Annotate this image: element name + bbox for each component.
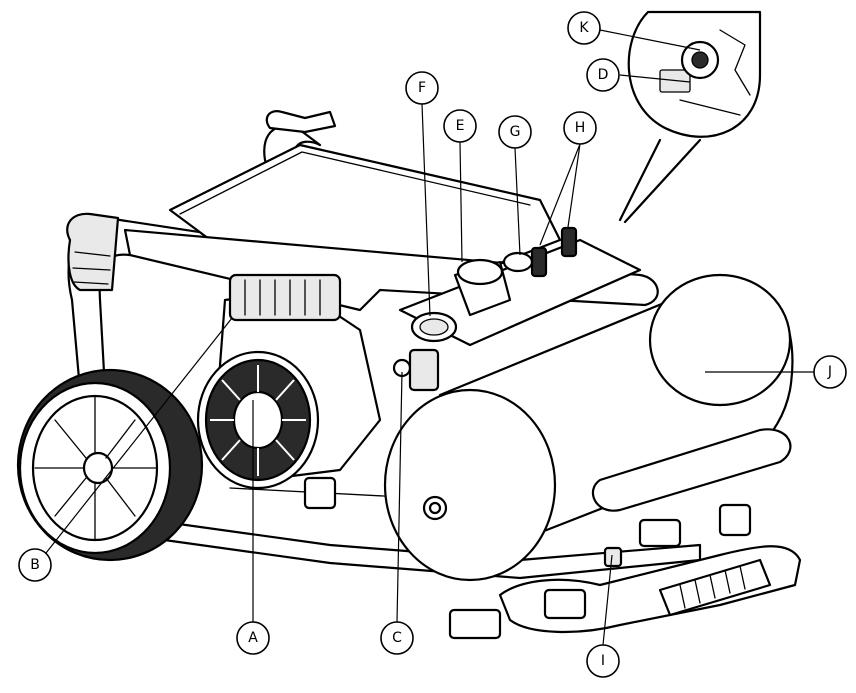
fan-shroud <box>196 350 320 490</box>
rubber-feet <box>303 476 682 640</box>
callout-b: B <box>18 548 52 582</box>
callout-f: F <box>405 71 439 105</box>
callout-a-label: A <box>248 630 258 646</box>
callout-k-label: K <box>579 20 589 36</box>
callout-i: I <box>586 644 620 678</box>
leader-lines <box>45 29 814 646</box>
callout-a: A <box>236 621 270 655</box>
callout-c: C <box>380 621 414 655</box>
callout-j-label: J <box>827 364 832 380</box>
callout-d: D <box>586 58 620 92</box>
callout-e: E <box>443 109 477 143</box>
detail-magnifier <box>618 10 762 224</box>
callout-g-label: G <box>510 124 521 140</box>
callout-k: K <box>567 11 601 45</box>
callout-g: G <box>498 115 532 149</box>
callout-h: H <box>563 111 597 145</box>
callout-j: J <box>813 355 847 389</box>
callout-d-label: D <box>598 67 609 83</box>
callout-i-label: I <box>601 653 605 669</box>
callout-e-label: E <box>456 118 465 134</box>
callout-f-label: F <box>418 80 426 96</box>
callout-b-label: B <box>30 557 40 573</box>
wheel <box>16 368 204 562</box>
pressure-switch <box>392 348 440 392</box>
control-panel <box>398 226 642 347</box>
callout-h-label: H <box>575 120 586 136</box>
callout-c-label: C <box>392 630 402 646</box>
drain-valve <box>543 503 772 620</box>
